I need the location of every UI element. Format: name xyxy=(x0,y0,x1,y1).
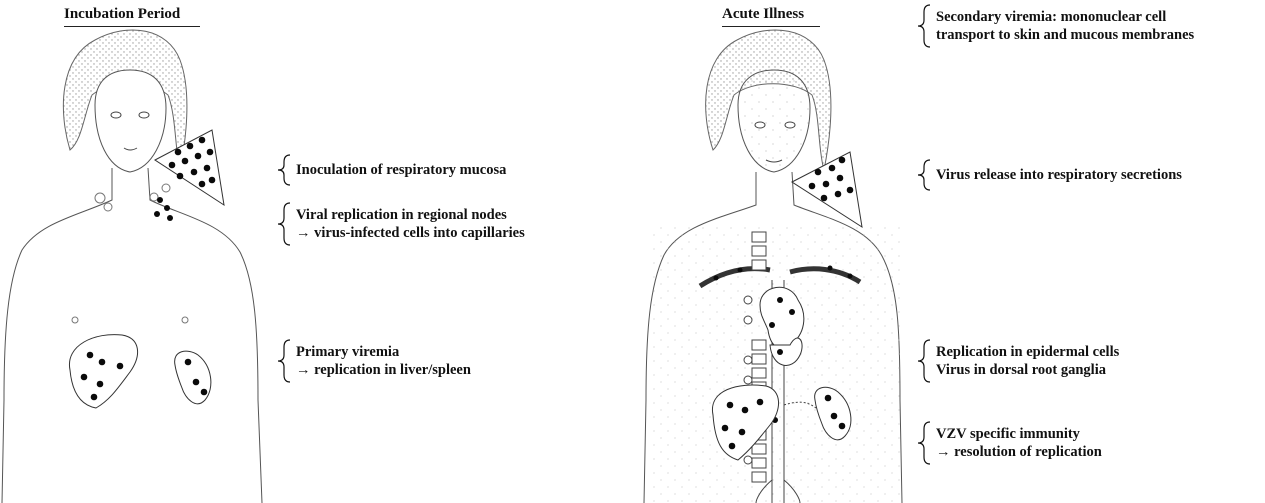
annotation-regional-nodes: Viral replication in regional nodes → vi… xyxy=(296,206,525,242)
annotation-line: Primary viremia xyxy=(296,343,471,361)
annotation-line: → virus-infected cells into capillaries xyxy=(296,224,525,242)
face-left xyxy=(95,70,166,172)
annotation-line: Virus release into respiratory secretion… xyxy=(936,166,1182,184)
title-underline xyxy=(64,26,200,27)
annotation-line: transport to skin and mucous membranes xyxy=(936,26,1194,44)
incubation-figure xyxy=(2,30,262,503)
annotation-line: Secondary viremia: mononuclear cell xyxy=(936,8,1194,26)
annotation-epidermal: Replication in epidermal cells Virus in … xyxy=(936,343,1119,379)
annotation-line: Inoculation of respiratory mucosa xyxy=(296,161,506,179)
annotation-line: Virus in dorsal root ganglia xyxy=(936,361,1119,379)
title-underline xyxy=(722,26,820,27)
panel-title-incubation: Incubation Period xyxy=(64,6,180,23)
acute-figure xyxy=(644,30,902,503)
inoculation-wedge xyxy=(155,130,224,205)
annotation-virus-release: Virus release into respiratory secretion… xyxy=(936,166,1182,184)
annotation-line: Viral replication in regional nodes xyxy=(296,206,525,224)
annotation-secondary-viremia: Secondary viremia: mononuclear cell tran… xyxy=(936,8,1194,44)
spleen-icon xyxy=(175,351,211,404)
annotation-line: VZV specific immunity xyxy=(936,425,1102,443)
annotation-line: → replication in liver/spleen xyxy=(296,361,471,379)
annotation-line: Replication in epidermal cells xyxy=(936,343,1119,361)
panel-title-acute: Acute Illness xyxy=(722,6,804,23)
face-right xyxy=(738,70,810,172)
annotation-immunity: VZV specific immunity → resolution of re… xyxy=(936,425,1102,461)
annotation-line: → resolution of replication xyxy=(936,443,1102,461)
torso-left xyxy=(2,168,262,503)
annotation-primary-viremia: Primary viremia → replication in liver/s… xyxy=(296,343,471,379)
liver-icon xyxy=(69,335,137,408)
annotation-inoculation: Inoculation of respiratory mucosa xyxy=(296,161,506,179)
